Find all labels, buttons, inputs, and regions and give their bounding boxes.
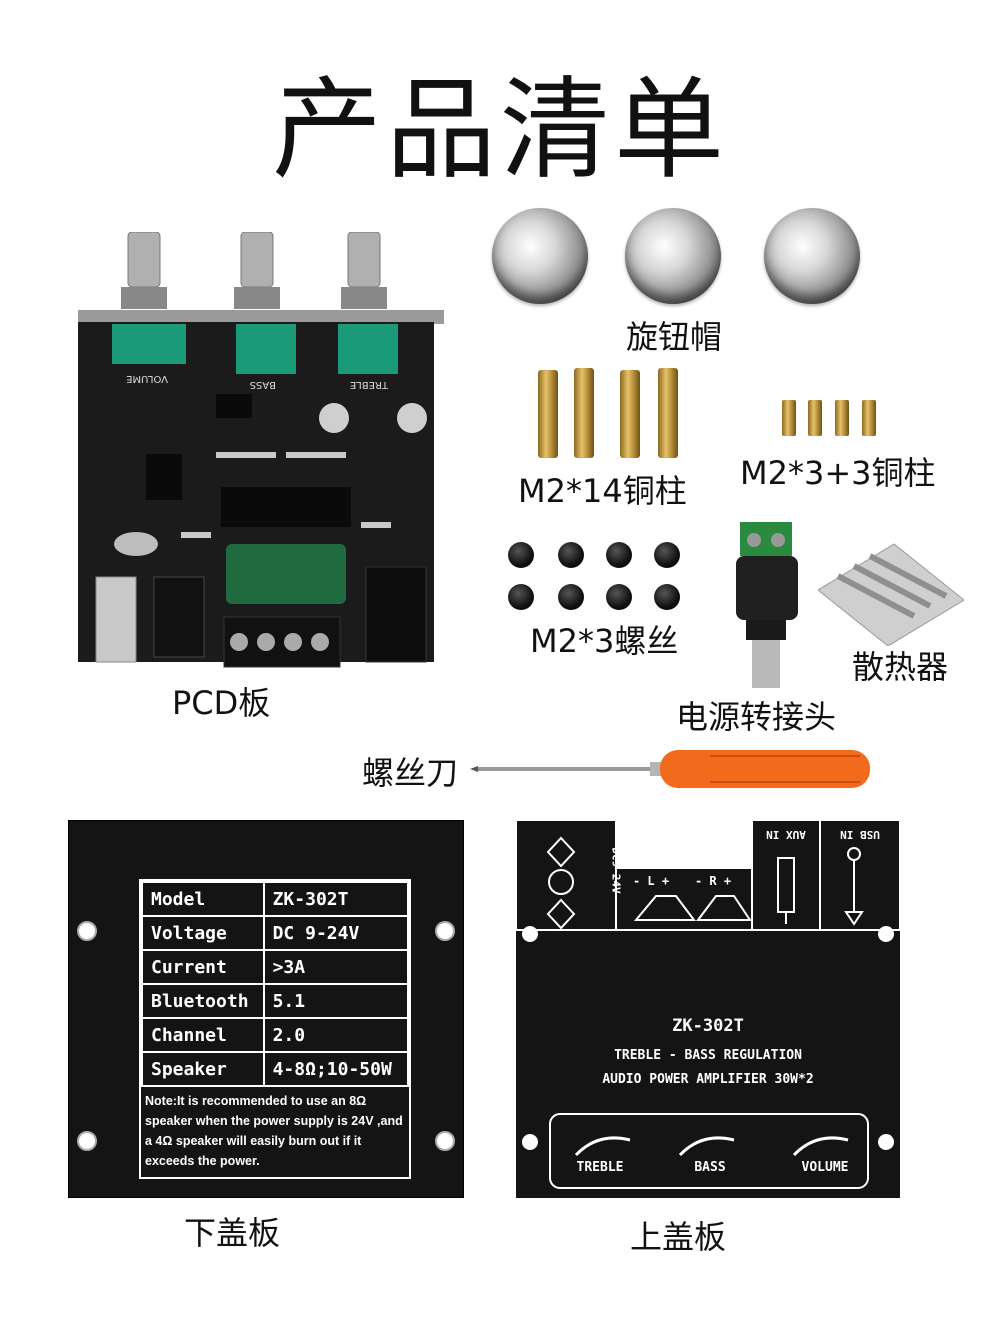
pcb-volume-label: VOLUME xyxy=(126,373,168,384)
top-line2: AUDIO POWER AMPLIFIER 30W*2 xyxy=(602,1072,814,1087)
knob-label-bass: BASS xyxy=(694,1160,726,1175)
spec-value: 5.1 xyxy=(262,983,410,1019)
mount-hole xyxy=(77,921,97,941)
right-channel-label: - R + xyxy=(694,874,732,888)
aux-in-label: AUX IN xyxy=(766,828,806,841)
knob-cap-3 xyxy=(764,208,860,304)
knob-cap-label: 旋钮帽 xyxy=(626,318,723,356)
standoff-short-2 xyxy=(808,400,822,436)
mount-hole xyxy=(435,1131,455,1151)
mount-hole xyxy=(435,921,455,941)
screw-3 xyxy=(606,542,632,568)
knob-cap-2 xyxy=(625,208,721,304)
screw-1 xyxy=(508,542,534,568)
page-title: 产品清单 xyxy=(272,66,728,194)
power-connector-image xyxy=(728,522,808,692)
screw-6 xyxy=(558,584,584,610)
power-connector-label: 电源转接头 xyxy=(676,698,837,736)
spec-value: ZK-302T xyxy=(262,881,410,917)
knob-label-volume: VOLUME xyxy=(801,1160,849,1175)
spec-note: Note:It is recommended to use an 8Ω spea… xyxy=(145,1094,403,1168)
screws-label: M2*3螺丝 xyxy=(530,622,679,660)
standoff-short-1 xyxy=(782,400,796,436)
screwdriver-label: 螺丝刀 xyxy=(362,754,459,792)
standoff-long-2 xyxy=(574,368,594,458)
usb-in-label: USB IN xyxy=(840,828,880,841)
bottom-cover-label: 下盖板 xyxy=(184,1214,281,1252)
standoff-short-label: M2*3+3铜柱 xyxy=(740,454,936,492)
screwdriver-image xyxy=(470,744,872,794)
table-row: Current>3A xyxy=(141,949,410,985)
spec-key: Current xyxy=(141,949,265,985)
pcb-label: PCD板 xyxy=(172,684,271,722)
mount-hole xyxy=(77,1131,97,1151)
pcb-bass-label: BASS xyxy=(250,379,276,390)
spec-value: DC 9-24V xyxy=(262,915,410,951)
top-cover-label: 上盖板 xyxy=(630,1218,727,1256)
spec-value: >3A xyxy=(262,949,410,985)
heatsink-label: 散热器 xyxy=(852,648,949,686)
knob-cap-1 xyxy=(492,208,588,304)
standoff-long-1 xyxy=(538,370,558,458)
screw-2 xyxy=(558,542,584,568)
left-channel-label: - L + xyxy=(632,874,670,888)
standoff-short-4 xyxy=(862,400,876,436)
spec-key: Model xyxy=(141,881,265,917)
spec-value: 2.0 xyxy=(262,1017,410,1053)
spec-value: 4-8Ω;10-50W xyxy=(262,1051,410,1087)
screw-5 xyxy=(508,584,534,610)
screw-4 xyxy=(654,542,680,568)
standoff-long-4 xyxy=(658,368,678,458)
spec-key: Speaker xyxy=(141,1051,265,1087)
knob-label-treble: TREBLE xyxy=(576,1160,624,1175)
spec-key: Channel xyxy=(141,1017,265,1053)
standoff-long-3 xyxy=(620,370,640,458)
pcb-board-image: VOLUME BASS TREBLE xyxy=(76,231,446,672)
top-cover-plate: DC9-24V - L + - R + AUX IN USB IN ZK-302… xyxy=(516,820,900,1198)
dc-voltage-label: DC9-24V xyxy=(609,847,623,894)
screw-8 xyxy=(654,584,680,610)
heatsink-image xyxy=(817,540,965,647)
standoff-long-label: M2*14铜柱 xyxy=(518,472,687,510)
spec-key: Voltage xyxy=(141,915,265,951)
pcb-treble-label: TREBLE xyxy=(350,379,389,390)
standoff-short-3 xyxy=(835,400,849,436)
top-model-label: ZK-302T xyxy=(672,1016,744,1036)
top-line1: TREBLE - BASS REGULATION xyxy=(614,1048,802,1063)
screw-7 xyxy=(606,584,632,610)
spec-key: Bluetooth xyxy=(141,983,265,1019)
